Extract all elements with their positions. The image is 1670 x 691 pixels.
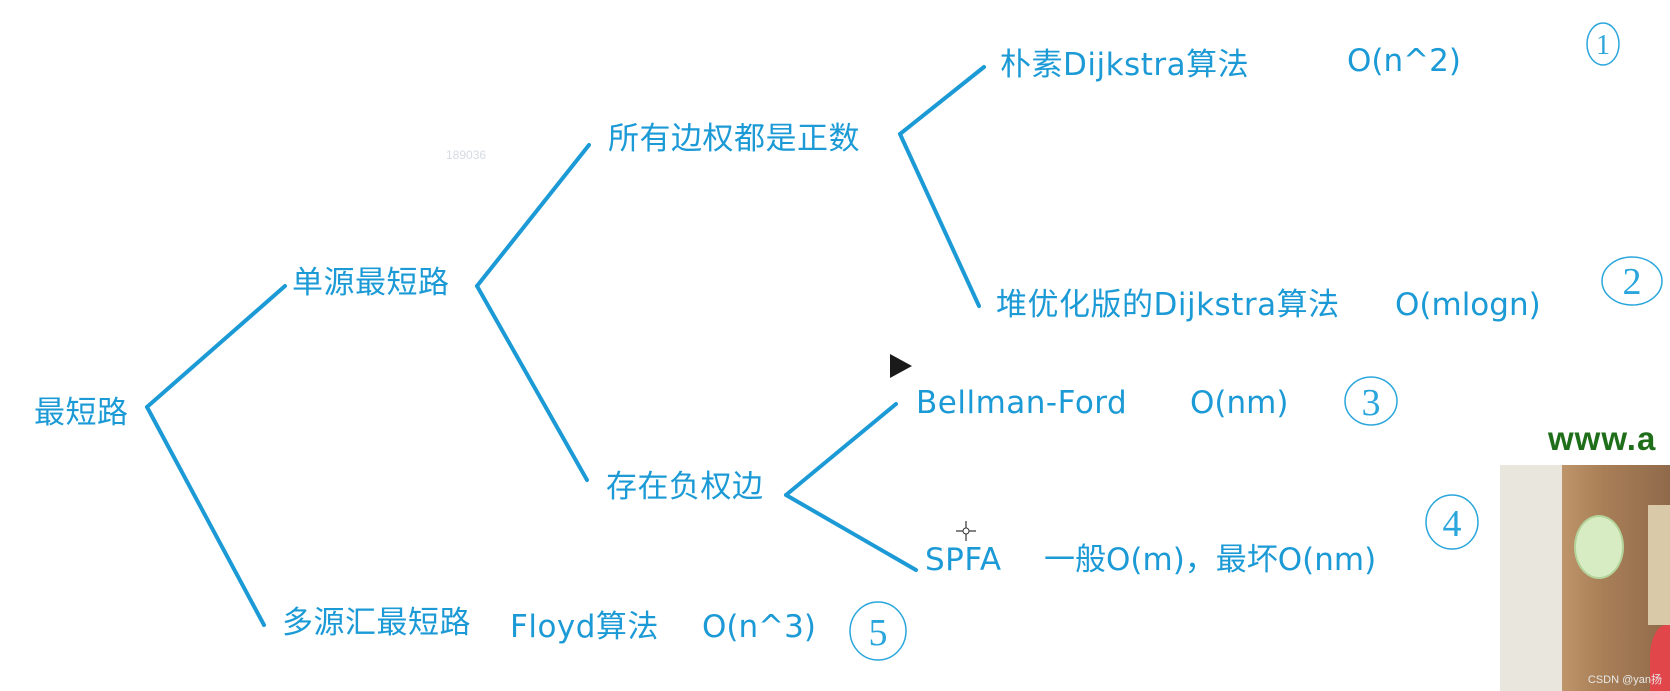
edge-negative-bellman: [784, 402, 898, 497]
single-source-node: 单源最短路: [292, 265, 450, 301]
bellman-ford-complexity: O(nm): [1190, 385, 1289, 421]
annotation-1-label: 1: [1596, 30, 1610, 61]
annotation-4: 4: [1425, 494, 1479, 550]
edge-negative-spfa: [784, 493, 918, 572]
root-node: 最短路: [34, 395, 129, 431]
crosshair-cursor-icon: [956, 521, 976, 541]
edge-root-single: [145, 284, 287, 409]
video-person: [1650, 625, 1670, 691]
heap-dijkstra-node: 堆优化版的Dijkstra算法: [996, 287, 1340, 323]
spfa-complexity: 一般O(m)，最坏O(nm): [1044, 542, 1377, 578]
annotation-4-label: 4: [1443, 503, 1462, 545]
video-hanging-bag: [1574, 515, 1624, 579]
naive-dijkstra-complexity: O(n^2): [1347, 43, 1461, 79]
multi-source-node: 多源汇最短路: [282, 605, 471, 641]
annotation-2: 2: [1601, 256, 1663, 306]
edge-single-positive: [475, 143, 591, 288]
edge-positive-naive: [898, 65, 986, 136]
bellman-ford-node: Bellman-Ford: [916, 385, 1128, 421]
annotation-1: 1: [1586, 22, 1620, 66]
spfa-node: SPFA: [925, 542, 1002, 578]
naive-dijkstra-node: 朴素Dijkstra算法: [1000, 47, 1250, 83]
video-curtain: [1500, 465, 1562, 691]
floyd-node: Floyd算法: [510, 609, 659, 645]
edge-positive-heap: [898, 132, 981, 308]
heap-dijkstra-complexity: O(mlogn): [1395, 287, 1541, 323]
annotation-3: 3: [1344, 376, 1398, 426]
annotation-2-label: 2: [1623, 261, 1642, 303]
website-url: www.a: [1548, 420, 1657, 457]
edge-single-negative: [475, 284, 589, 482]
edge-root-multi: [145, 405, 266, 627]
annotation-5-label: 5: [869, 612, 888, 654]
annotation-3-label: 3: [1362, 382, 1381, 424]
negative-edges-node: 存在负权边: [606, 469, 764, 505]
csdn-watermark: CSDN @yan扬: [1587, 674, 1662, 686]
webcam-overlay: CSDN @yan扬: [1500, 465, 1670, 691]
faint-number: 189036: [446, 148, 487, 162]
floyd-complexity: O(n^3): [702, 609, 816, 645]
video-shelf: [1648, 505, 1670, 625]
all-positive-node: 所有边权都是正数: [608, 121, 860, 157]
play-cursor-icon: [890, 354, 912, 378]
annotation-5: 5: [849, 601, 907, 661]
